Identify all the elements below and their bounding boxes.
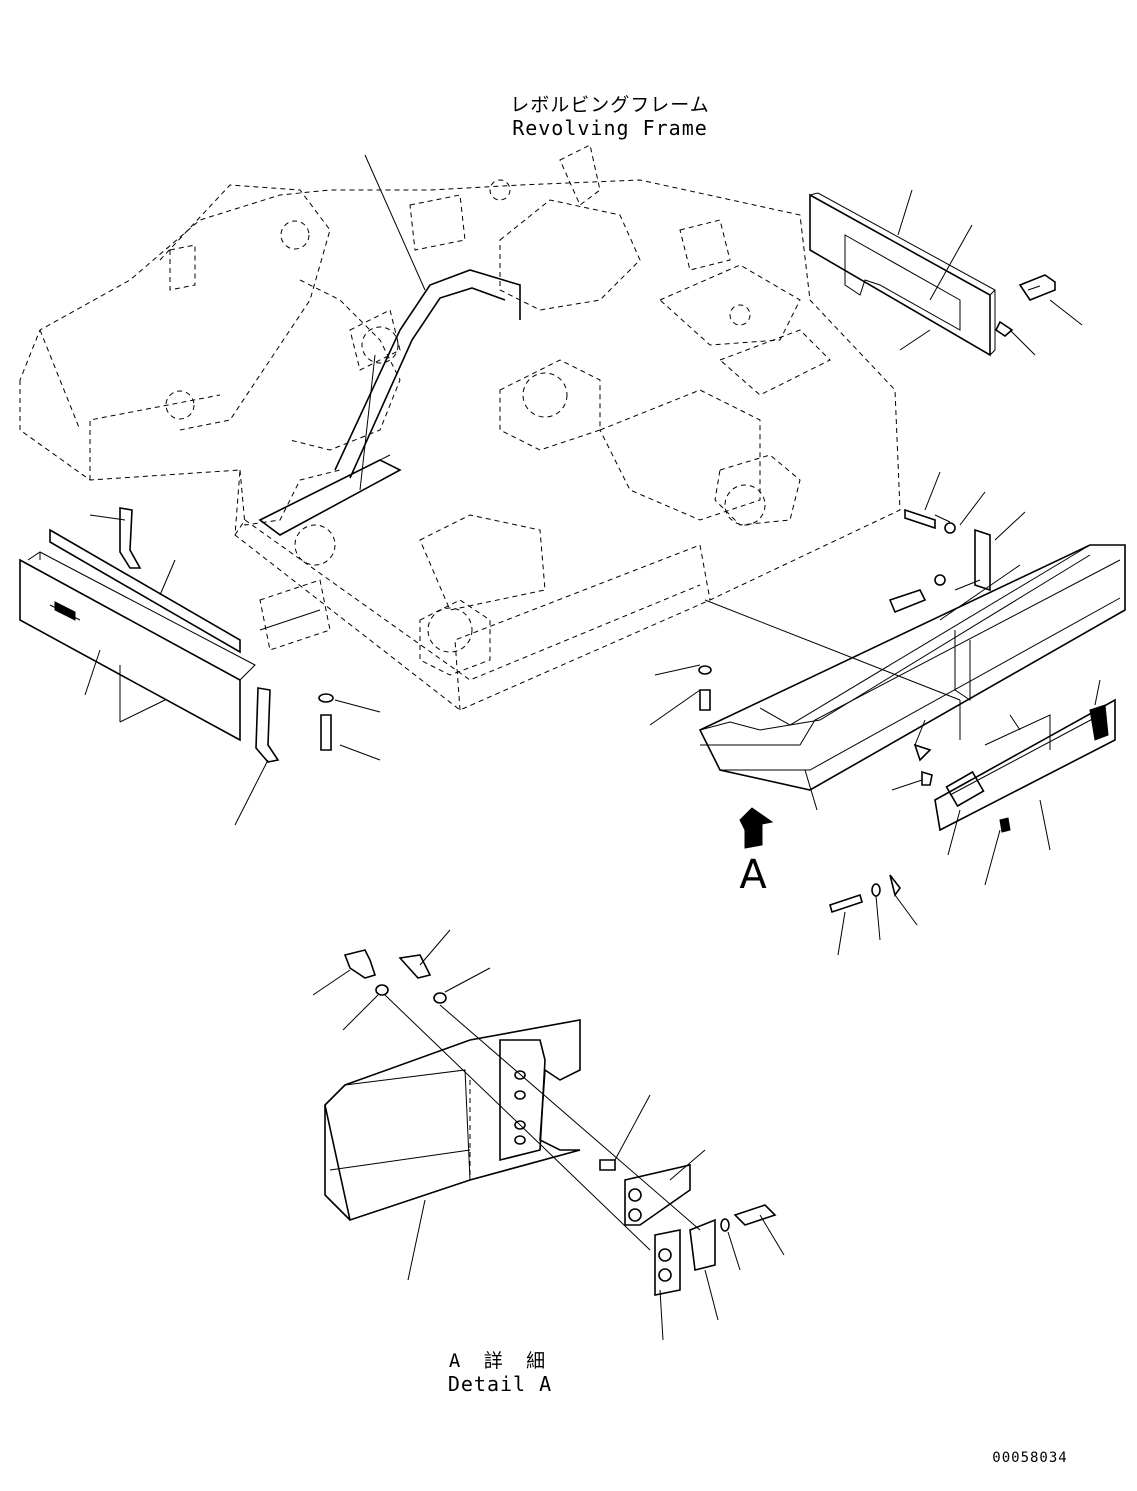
detail-title-english: Detail A bbox=[447, 1372, 553, 1396]
revolving-frame bbox=[19, 144, 901, 711]
cover-plate bbox=[809, 192, 1056, 357]
detail-title-japanese: A 詳 細 bbox=[448, 1350, 552, 1372]
frame-title-english: Revolving Frame bbox=[512, 116, 708, 140]
drawing-number: 00058034 bbox=[992, 1450, 1068, 1466]
counterweight bbox=[698, 544, 1126, 791]
fasteners-main bbox=[318, 508, 1011, 914]
frame-title-japanese: レボルビングフレーム bbox=[510, 94, 710, 116]
center-guard bbox=[258, 269, 521, 536]
detail-a-drawing bbox=[324, 949, 777, 1296]
view-arrow-label: A bbox=[739, 852, 767, 898]
leader-lines bbox=[84, 154, 1101, 956]
left-side-covers bbox=[19, 507, 280, 763]
detail-leader-lines bbox=[312, 929, 785, 1341]
view-arrow bbox=[739, 807, 774, 849]
counterweight-bracket bbox=[934, 698, 1116, 832]
